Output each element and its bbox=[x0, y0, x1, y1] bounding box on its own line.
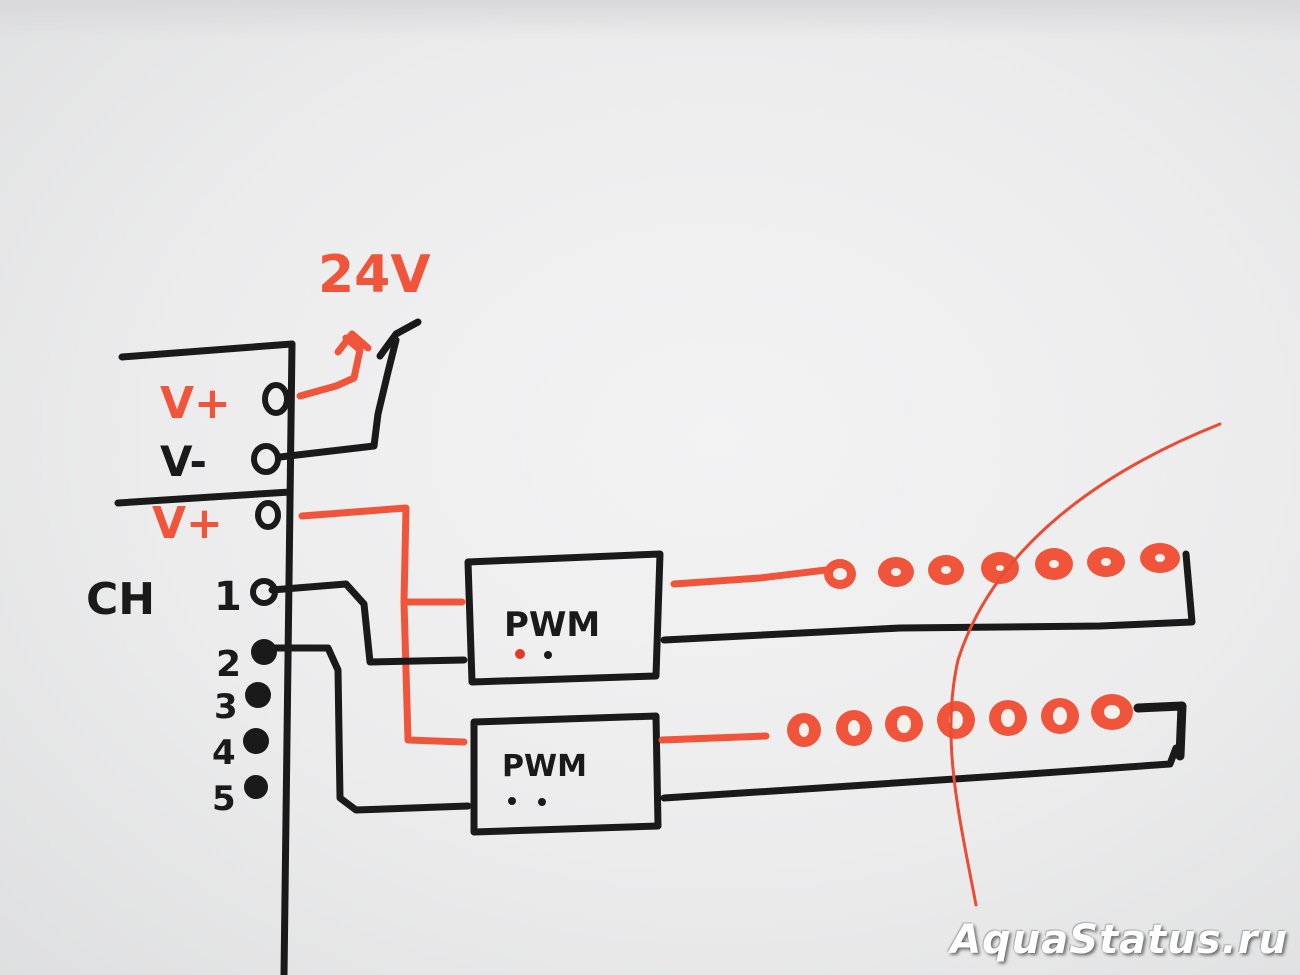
strip1-black-return bbox=[660, 550, 1196, 644]
controller-top-edge bbox=[118, 340, 296, 361]
terminal-ch5 bbox=[244, 775, 268, 799]
red-crossing-curve bbox=[949, 422, 1222, 907]
strip1-led-center bbox=[1155, 554, 1165, 562]
label-ch3: 3 bbox=[214, 687, 238, 727]
strip1-led-center bbox=[1101, 558, 1111, 566]
pwm-bottom-led-1 bbox=[508, 797, 516, 805]
strip1-led-center bbox=[833, 568, 847, 580]
label-v-plus-out: V+ bbox=[152, 498, 223, 549]
pwm-bottom-label: PWM bbox=[502, 749, 587, 784]
terminal-v-plus-in bbox=[262, 382, 290, 416]
controller-outline bbox=[114, 340, 296, 975]
pwm-top-led bbox=[544, 651, 552, 659]
strip2-black-end bbox=[1133, 701, 1187, 761]
pwm-top-led-red bbox=[515, 649, 525, 659]
controller-right-edge bbox=[280, 340, 296, 975]
wire-vplus-distribution bbox=[298, 504, 468, 746]
strip1-red-feed bbox=[670, 566, 830, 588]
strip2-led-center bbox=[897, 715, 911, 733]
terminal-ch3 bbox=[245, 682, 271, 708]
supply-black-tab bbox=[376, 318, 422, 360]
strip1-led-center bbox=[891, 568, 901, 576]
wire-ch2 bbox=[268, 644, 472, 814]
label-supply-24v: 24V bbox=[318, 245, 431, 305]
strip1-led-centers bbox=[833, 554, 1165, 580]
label-ch2: 2 bbox=[216, 644, 241, 685]
pwm-bottom-box bbox=[470, 712, 662, 836]
terminal-v-minus bbox=[251, 443, 281, 475]
pwm-modules bbox=[464, 550, 664, 836]
watermark-aquastatus: AquaStatus.ru bbox=[950, 917, 1288, 963]
label-ch: CH bbox=[86, 574, 155, 625]
strip2-led-center bbox=[799, 723, 809, 737]
supply-black-lead bbox=[276, 336, 400, 461]
pwm-indicator-dots bbox=[508, 649, 552, 806]
strip2-black-return bbox=[660, 744, 1180, 802]
pwm-top-box bbox=[464, 550, 664, 686]
supply-plug bbox=[276, 318, 422, 461]
supply-red-lead bbox=[296, 334, 364, 400]
controller-divider bbox=[114, 488, 294, 507]
wire-ch1 bbox=[268, 580, 468, 666]
strip1-led-center bbox=[1049, 560, 1059, 568]
channel-wires bbox=[268, 580, 472, 814]
label-ch4: 4 bbox=[212, 733, 236, 773]
label-v-plus-in: V+ bbox=[160, 378, 231, 429]
terminal-ch2 bbox=[251, 639, 277, 665]
strip2-led-center bbox=[1001, 709, 1015, 727]
terminals-filled bbox=[243, 639, 277, 799]
terminal-v-plus-out bbox=[255, 500, 281, 530]
pwm-bottom-led-2 bbox=[538, 798, 546, 806]
label-ch5: 5 bbox=[212, 779, 236, 819]
strip2-led-center bbox=[848, 720, 860, 736]
supply-red-tab bbox=[334, 330, 372, 356]
terminal-ch4 bbox=[243, 728, 269, 754]
strip2-led-center bbox=[1053, 707, 1067, 725]
strip2-led-center bbox=[1104, 705, 1120, 719]
strip2-red-feed bbox=[658, 732, 770, 744]
label-ch1: 1 bbox=[214, 574, 242, 620]
label-v-minus: V- bbox=[160, 437, 207, 486]
strip1-led-center bbox=[941, 566, 951, 574]
strip2-led-centers bbox=[799, 705, 1120, 737]
strip1-led-center bbox=[996, 565, 1004, 571]
terminals bbox=[250, 382, 290, 606]
pwm-top-label: PWM bbox=[504, 605, 600, 645]
